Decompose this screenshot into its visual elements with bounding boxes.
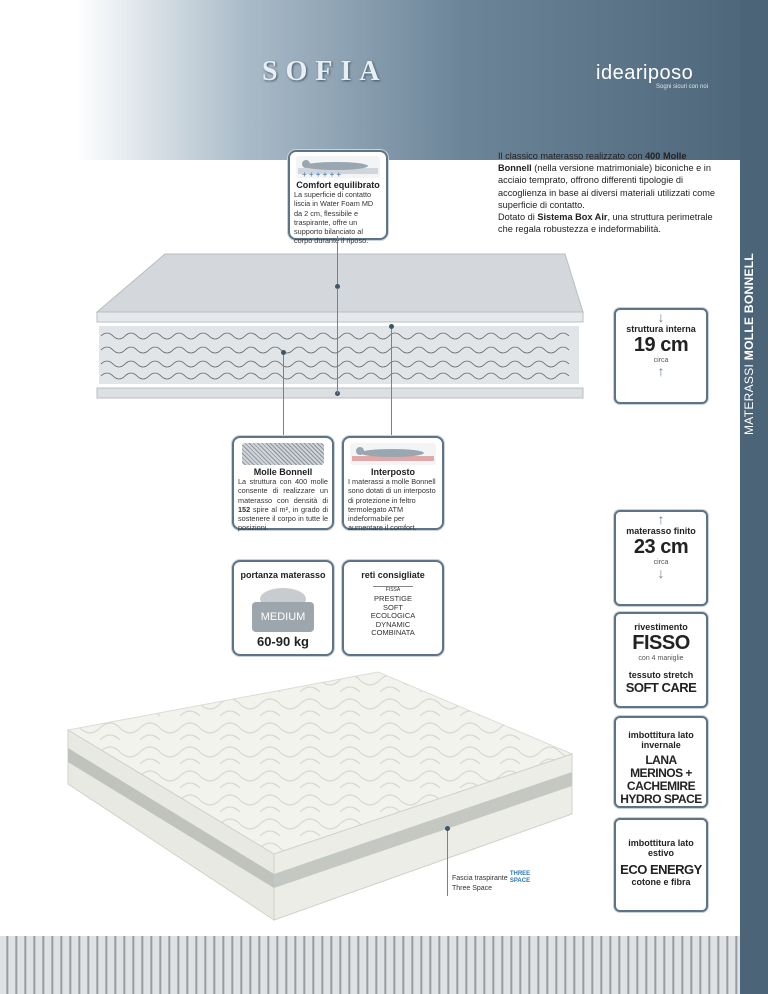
springs-footer-image bbox=[0, 936, 740, 994]
spec-rivestimento: rivestimento FISSO con 4 maniglie tessut… bbox=[614, 612, 708, 708]
arrow-up-icon: ↑ bbox=[657, 511, 665, 527]
side-bar bbox=[740, 0, 768, 994]
reti-header: FISSA bbox=[373, 586, 413, 593]
reti-list: PRESTIGE SOFT ECOLOGICA DYNAMIC COMBINAT… bbox=[370, 594, 416, 638]
weight-icon: MEDIUM bbox=[252, 588, 314, 632]
callout-interposto: Interposto I materassi a molle Bonnell s… bbox=[342, 436, 444, 532]
arrow-up-icon: ↑ bbox=[657, 363, 665, 379]
header-band bbox=[0, 0, 768, 160]
callout-comfort: + + + + + + Comfort equilibrato La super… bbox=[288, 150, 388, 245]
page-title: SOFIA bbox=[262, 56, 388, 87]
callout-comfort-title: Comfort equilibrato bbox=[296, 180, 380, 190]
arrow-down-icon: ↓ bbox=[657, 565, 665, 581]
spec-struttura-interna: ↓ struttura interna 19 cm circa ↑ bbox=[614, 308, 708, 404]
callout-bonnell: Molle Bonnell La struttura con 400 molle… bbox=[232, 436, 334, 532]
connector-dot bbox=[389, 324, 394, 329]
arrow-down-icon: ↓ bbox=[657, 309, 665, 325]
portanza-level: MEDIUM bbox=[252, 602, 314, 632]
spec-materasso-finito: ↑ materasso finito 23 cm circa ↓ bbox=[614, 510, 708, 606]
fascia-label: Fascia traspirante Three Space bbox=[452, 875, 508, 892]
connector-dot bbox=[445, 826, 450, 831]
three-space-icon: THREE SPACE bbox=[509, 871, 531, 884]
connector-dot bbox=[281, 350, 286, 355]
connector-dot bbox=[335, 284, 340, 289]
svg-text:+ + + + + +: + + + + + + bbox=[302, 170, 341, 178]
connector-line bbox=[337, 288, 338, 394]
spec-imbottitura-estivo: imbottitura lato estivo ECO ENERGY coton… bbox=[614, 818, 708, 912]
connector-line bbox=[337, 236, 338, 288]
connector-line bbox=[391, 326, 392, 438]
spec-imbottitura-invernale: imbottitura lato invernale LANA MERINOS … bbox=[614, 716, 708, 808]
spring-icon bbox=[242, 443, 324, 465]
callout-portanza: portanza materasso MEDIUM 60-90 kg bbox=[232, 560, 334, 656]
connector-line bbox=[283, 352, 284, 438]
connector-line bbox=[447, 828, 448, 896]
portanza-range: 60-90 kg bbox=[256, 634, 310, 649]
brand-tagline: Sogni sicuri con noi bbox=[656, 84, 709, 90]
callout-reti: reti consigliate FISSA PRESTIGE SOFT ECO… bbox=[342, 560, 444, 656]
callout-comfort-text: La superficie di contatto liscia in Wate… bbox=[294, 190, 374, 246]
brand-logo: ideariposo Sogni sicuri con noi bbox=[596, 62, 716, 92]
mattress-layers-illustration bbox=[95, 253, 584, 399]
product-description: Il classico materasso realizzato con 400… bbox=[498, 151, 716, 235]
side-label: MATERASSI MOLLE BONNELL bbox=[742, 252, 756, 435]
brand-name: ideariposo bbox=[596, 62, 694, 84]
mattress-product-image bbox=[66, 671, 574, 921]
body-foam-icon: + + + + + + bbox=[296, 156, 380, 179]
body-felt-icon bbox=[350, 443, 436, 465]
